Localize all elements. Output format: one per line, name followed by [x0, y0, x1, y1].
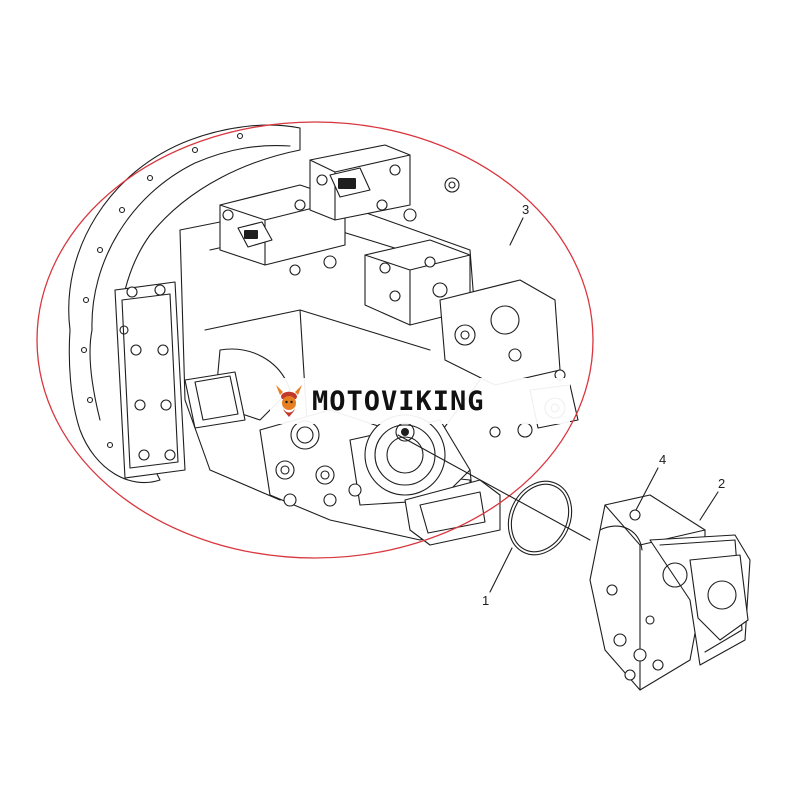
port-fittings — [275, 420, 362, 507]
viking-mascot-icon — [276, 385, 302, 417]
callout-4: 4 — [659, 452, 666, 467]
cover-bolts — [119, 284, 176, 461]
highlight-ellipse — [36, 121, 594, 559]
aux-pump-bolts — [606, 509, 664, 681]
main-pump-assembly — [68, 124, 579, 546]
valve-bolts — [222, 164, 460, 276]
brand-watermark: MOTOVIKING — [270, 378, 570, 424]
auxiliary-pump — [589, 494, 751, 691]
leader-lines — [489, 217, 719, 593]
assembly-axis-line — [397, 434, 591, 541]
callout-numbers: 1 2 3 4 — [482, 202, 725, 608]
o-ring — [507, 480, 573, 556]
callout-2: 2 — [718, 476, 725, 491]
brand-text: MOTOVIKING — [312, 385, 485, 417]
callout-3: 3 — [522, 202, 529, 217]
flange-bolt-holes — [80, 132, 244, 449]
callout-1: 1 — [482, 593, 489, 608]
